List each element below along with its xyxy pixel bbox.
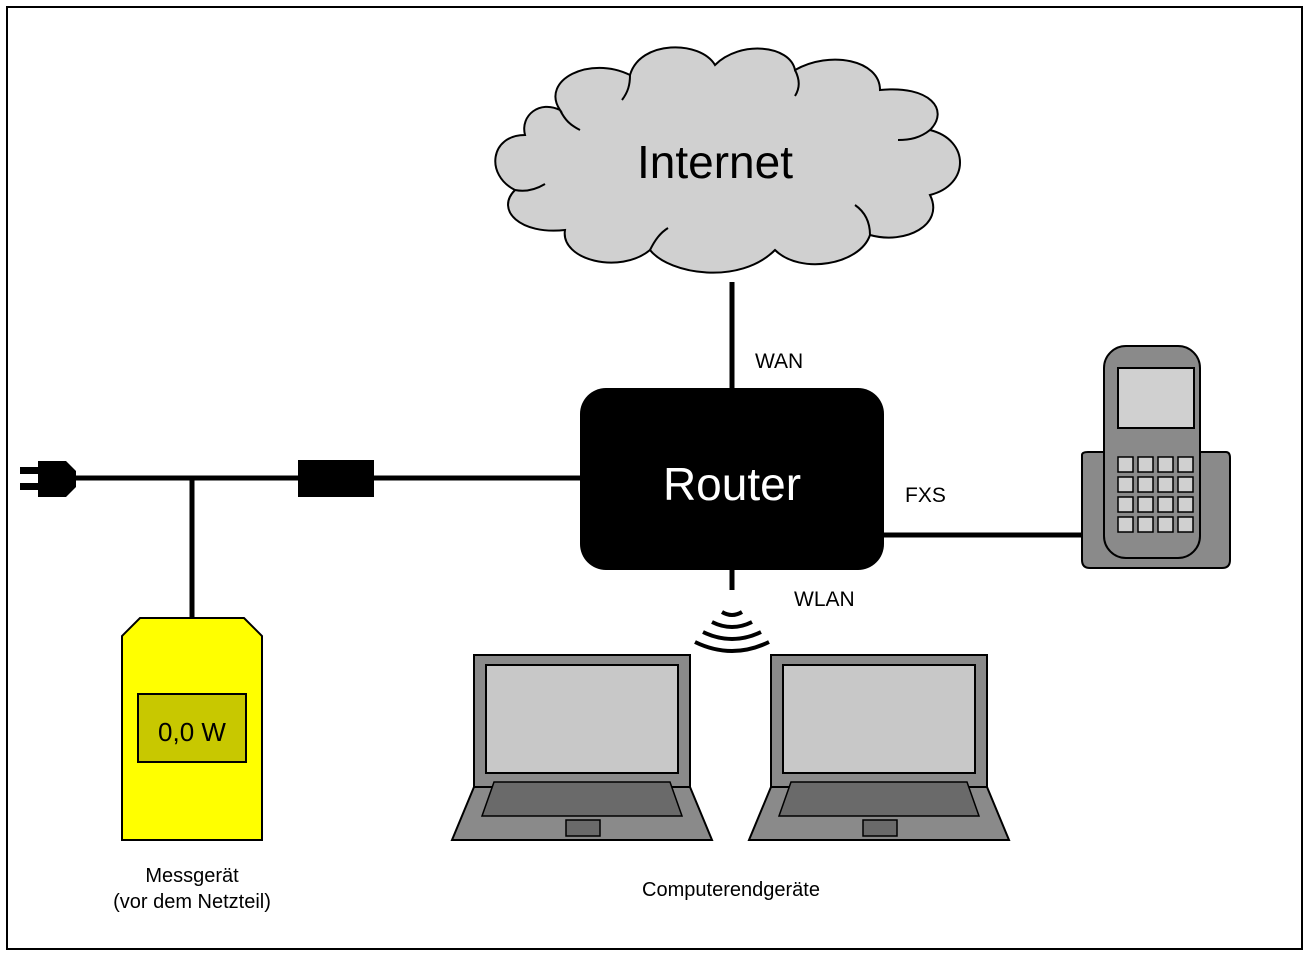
power-adapter-icon (298, 460, 374, 497)
router-label: Router (663, 458, 801, 510)
power-plug-icon (20, 461, 76, 497)
wifi-signal-icon (694, 610, 770, 653)
laptop-icon (747, 654, 1011, 841)
cloud-icon (494, 46, 961, 274)
meter-reading: 0,0 W (158, 717, 226, 747)
meter-caption-line1: Messgerät (145, 865, 239, 887)
power-meter-icon (121, 617, 263, 841)
cordless-phone-icon (1081, 345, 1231, 569)
router-box (580, 388, 884, 570)
wlan-label: WLAN (794, 588, 855, 611)
wan-label: WAN (755, 350, 803, 373)
internet-label: Internet (637, 136, 793, 188)
laptop-icon (450, 654, 714, 841)
meter-display (137, 693, 247, 763)
meter-caption-line2: (vor dem Netzteil) (113, 891, 271, 913)
computers-caption: Computerendgeräte (642, 879, 820, 901)
fxs-label: FXS (905, 484, 946, 507)
